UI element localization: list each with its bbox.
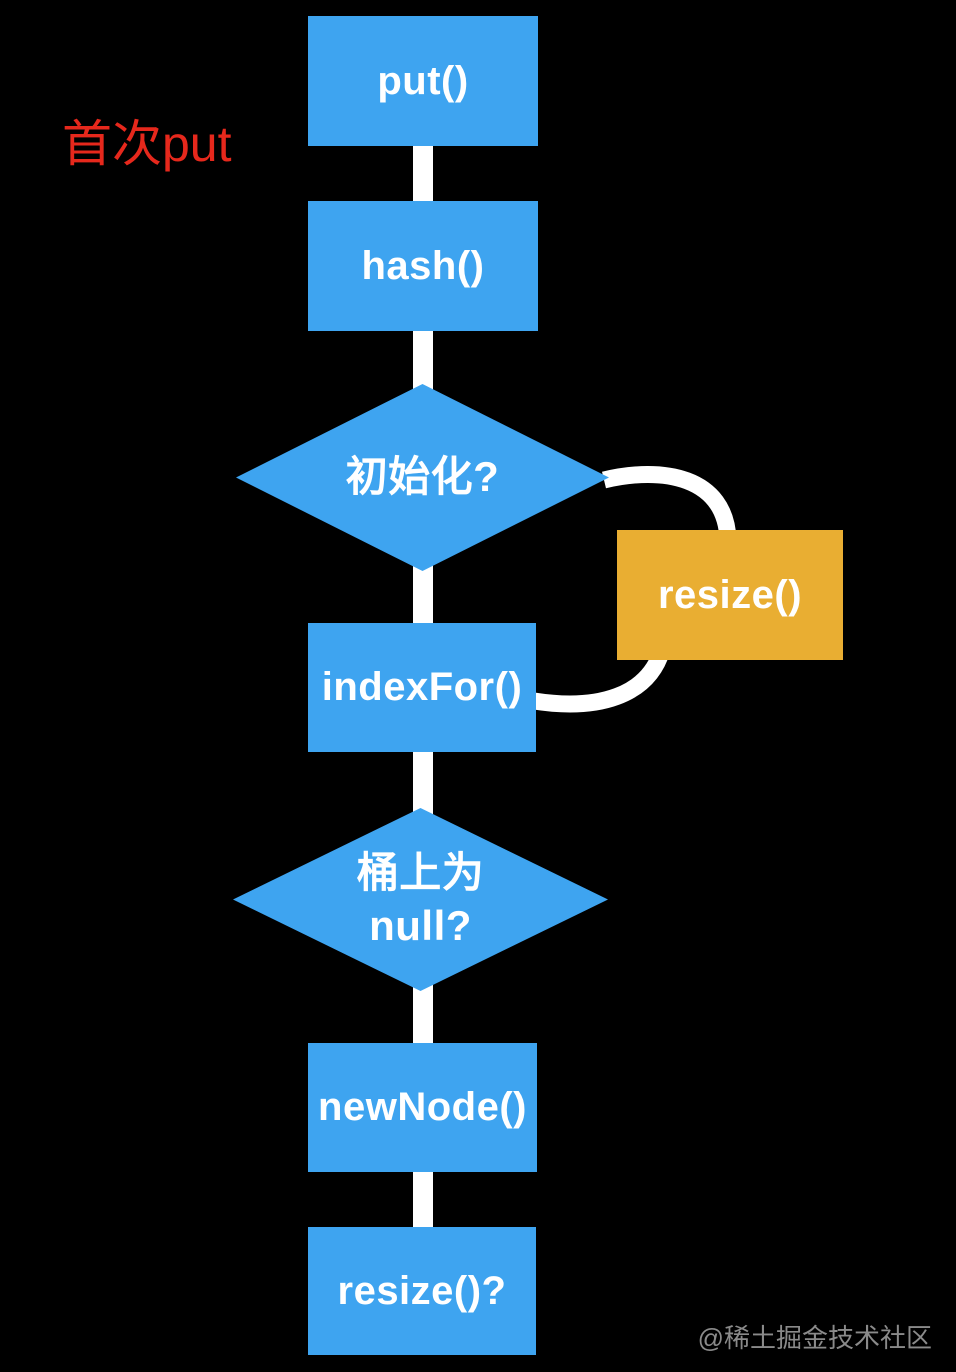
- annotation-first-put: 首次put: [62, 116, 232, 172]
- decision-init-label: 初始化?: [345, 453, 500, 501]
- node-newnode-label: newNode(): [318, 1085, 527, 1129]
- decision-bucket-label-line1: 桶上为: [356, 849, 485, 896]
- node-hash-label: hash(): [361, 243, 485, 288]
- node-resize: resize(): [617, 530, 843, 660]
- node-indexfor-label: indexFor(): [321, 665, 523, 709]
- node-put-label: put(): [377, 58, 469, 103]
- node-resize-question: resize()?: [308, 1227, 536, 1355]
- node-indexfor: indexFor(): [308, 623, 536, 752]
- node-newnode: newNode(): [308, 1043, 537, 1172]
- decision-bucket-label-line2: null?: [369, 901, 472, 949]
- edge-resize-indexfor-arc: [532, 647, 671, 713]
- node-put: put(): [308, 16, 538, 146]
- node-resize-label: resize(): [657, 572, 803, 617]
- node-hash: hash(): [308, 201, 538, 331]
- edge-init-resize-arc: [602, 466, 737, 541]
- node-resize-question-label: resize()?: [337, 1268, 507, 1313]
- watermark: @稀土掘金技术社区: [697, 1323, 932, 1353]
